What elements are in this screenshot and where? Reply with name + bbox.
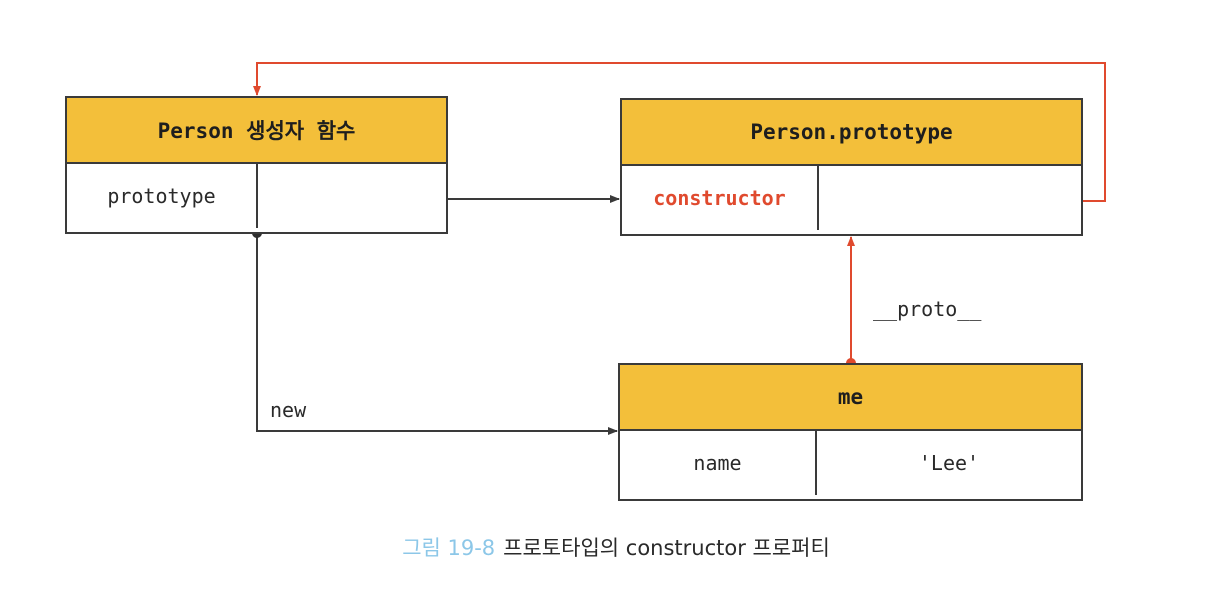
constructor-value — [819, 166, 1081, 230]
prototype-key: prototype — [67, 164, 258, 228]
me-object-title: me — [620, 365, 1081, 431]
person-constructor-box: Person 생성자 함수 prototype — [65, 96, 448, 234]
figure-caption-text: 프로토타입의 constructor 프로퍼티 — [503, 536, 830, 560]
constructor-key: constructor — [622, 166, 819, 230]
person-prototype-row: constructor — [622, 166, 1081, 230]
person-constructor-title: Person 생성자 함수 — [67, 98, 446, 164]
name-value: 'Lee' — [918, 451, 980, 475]
person-prototype-title: Person.prototype — [622, 100, 1081, 166]
figure-number: 그림 19-8 — [402, 536, 496, 560]
name-key: name — [620, 431, 817, 495]
proto-link-label: __proto__ — [873, 297, 982, 321]
person-constructor-row: prototype — [67, 164, 446, 228]
new-label: new — [270, 398, 307, 422]
person-prototype-box: Person.prototype constructor — [620, 98, 1083, 236]
me-object-row: name 'Lee' — [620, 431, 1081, 495]
new-arrow — [256, 233, 618, 435]
me-object-box: me name 'Lee' — [618, 363, 1083, 501]
figure-caption: 그림 19-8 프로토타입의 constructor 프로퍼티 — [0, 532, 1232, 562]
prototype-value — [258, 164, 446, 228]
